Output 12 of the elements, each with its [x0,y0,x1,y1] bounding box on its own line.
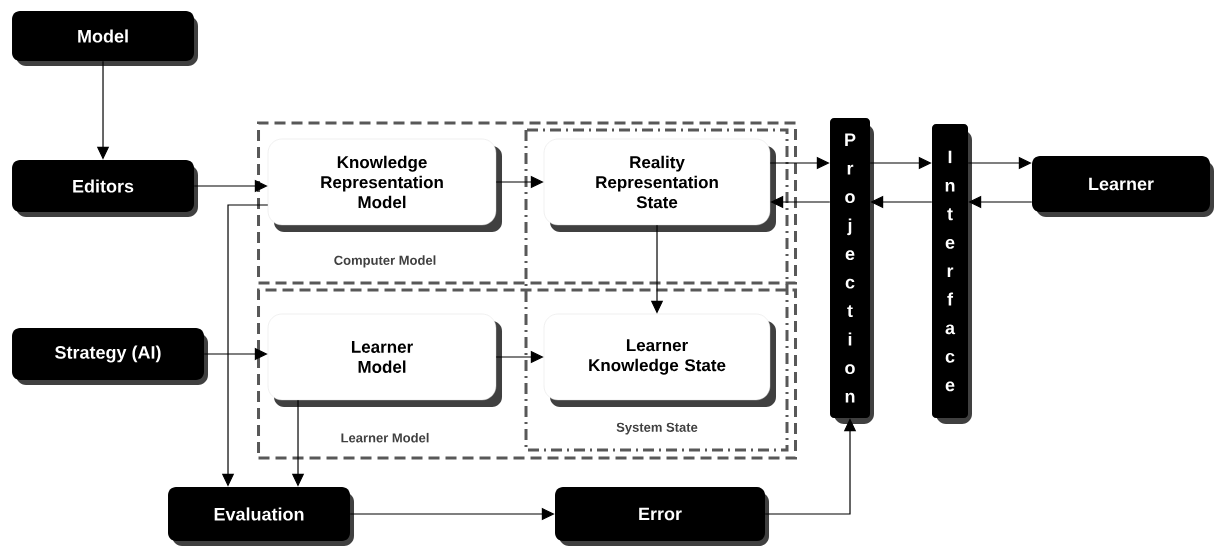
vertical-bar: Projection [830,118,874,424]
process-box: Learner Model [267,313,502,407]
process-box: Editors [12,160,198,217]
process-box: Learner Knowledge State [543,313,776,407]
process-box: Reality Representation State [543,138,776,232]
process-box: Strategy (AI) [12,328,208,385]
process-box: Model [12,11,198,66]
process-box: Learner [1032,156,1214,217]
process-box: Error [555,487,769,546]
vertical-bar: Interface [932,124,972,424]
process-box: Evaluation [168,487,354,546]
process-box: Knowledge Representation Model [267,138,502,232]
